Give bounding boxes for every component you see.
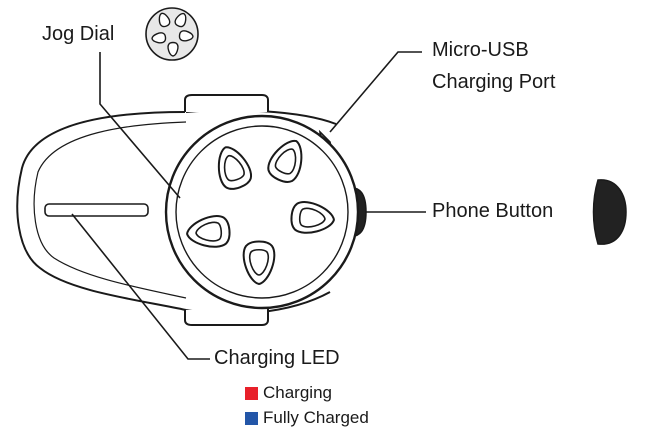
micro-usb-leader [329,51,422,133]
legend-label-fully-charged: Fully Charged [263,408,369,427]
legend-item-fully-charged: Fully Charged [245,408,369,428]
jog-dial [164,114,360,310]
legend-swatch-fully-charged [245,411,258,425]
charging-led-label: Charging LED [214,347,340,369]
jog-dial-leader [99,52,181,199]
micro-usb-label-line2: Charging Port [432,71,556,93]
bottom-tab [184,308,269,326]
charging-led-slot [44,203,149,217]
charging-led-leader [71,213,210,360]
phone-button-icon [592,179,627,245]
micro-usb-label-line1: Micro-USB [432,39,529,61]
legend-item-charging: Charging [245,383,332,403]
legend-swatch-charging [245,386,258,400]
jog-dial-label: Jog Dial [42,23,115,45]
phone-button-label: Phone Button [432,200,554,222]
legend-label-charging: Charging [263,383,332,402]
top-tab [184,94,269,112]
jog-dial-icon [145,7,199,61]
